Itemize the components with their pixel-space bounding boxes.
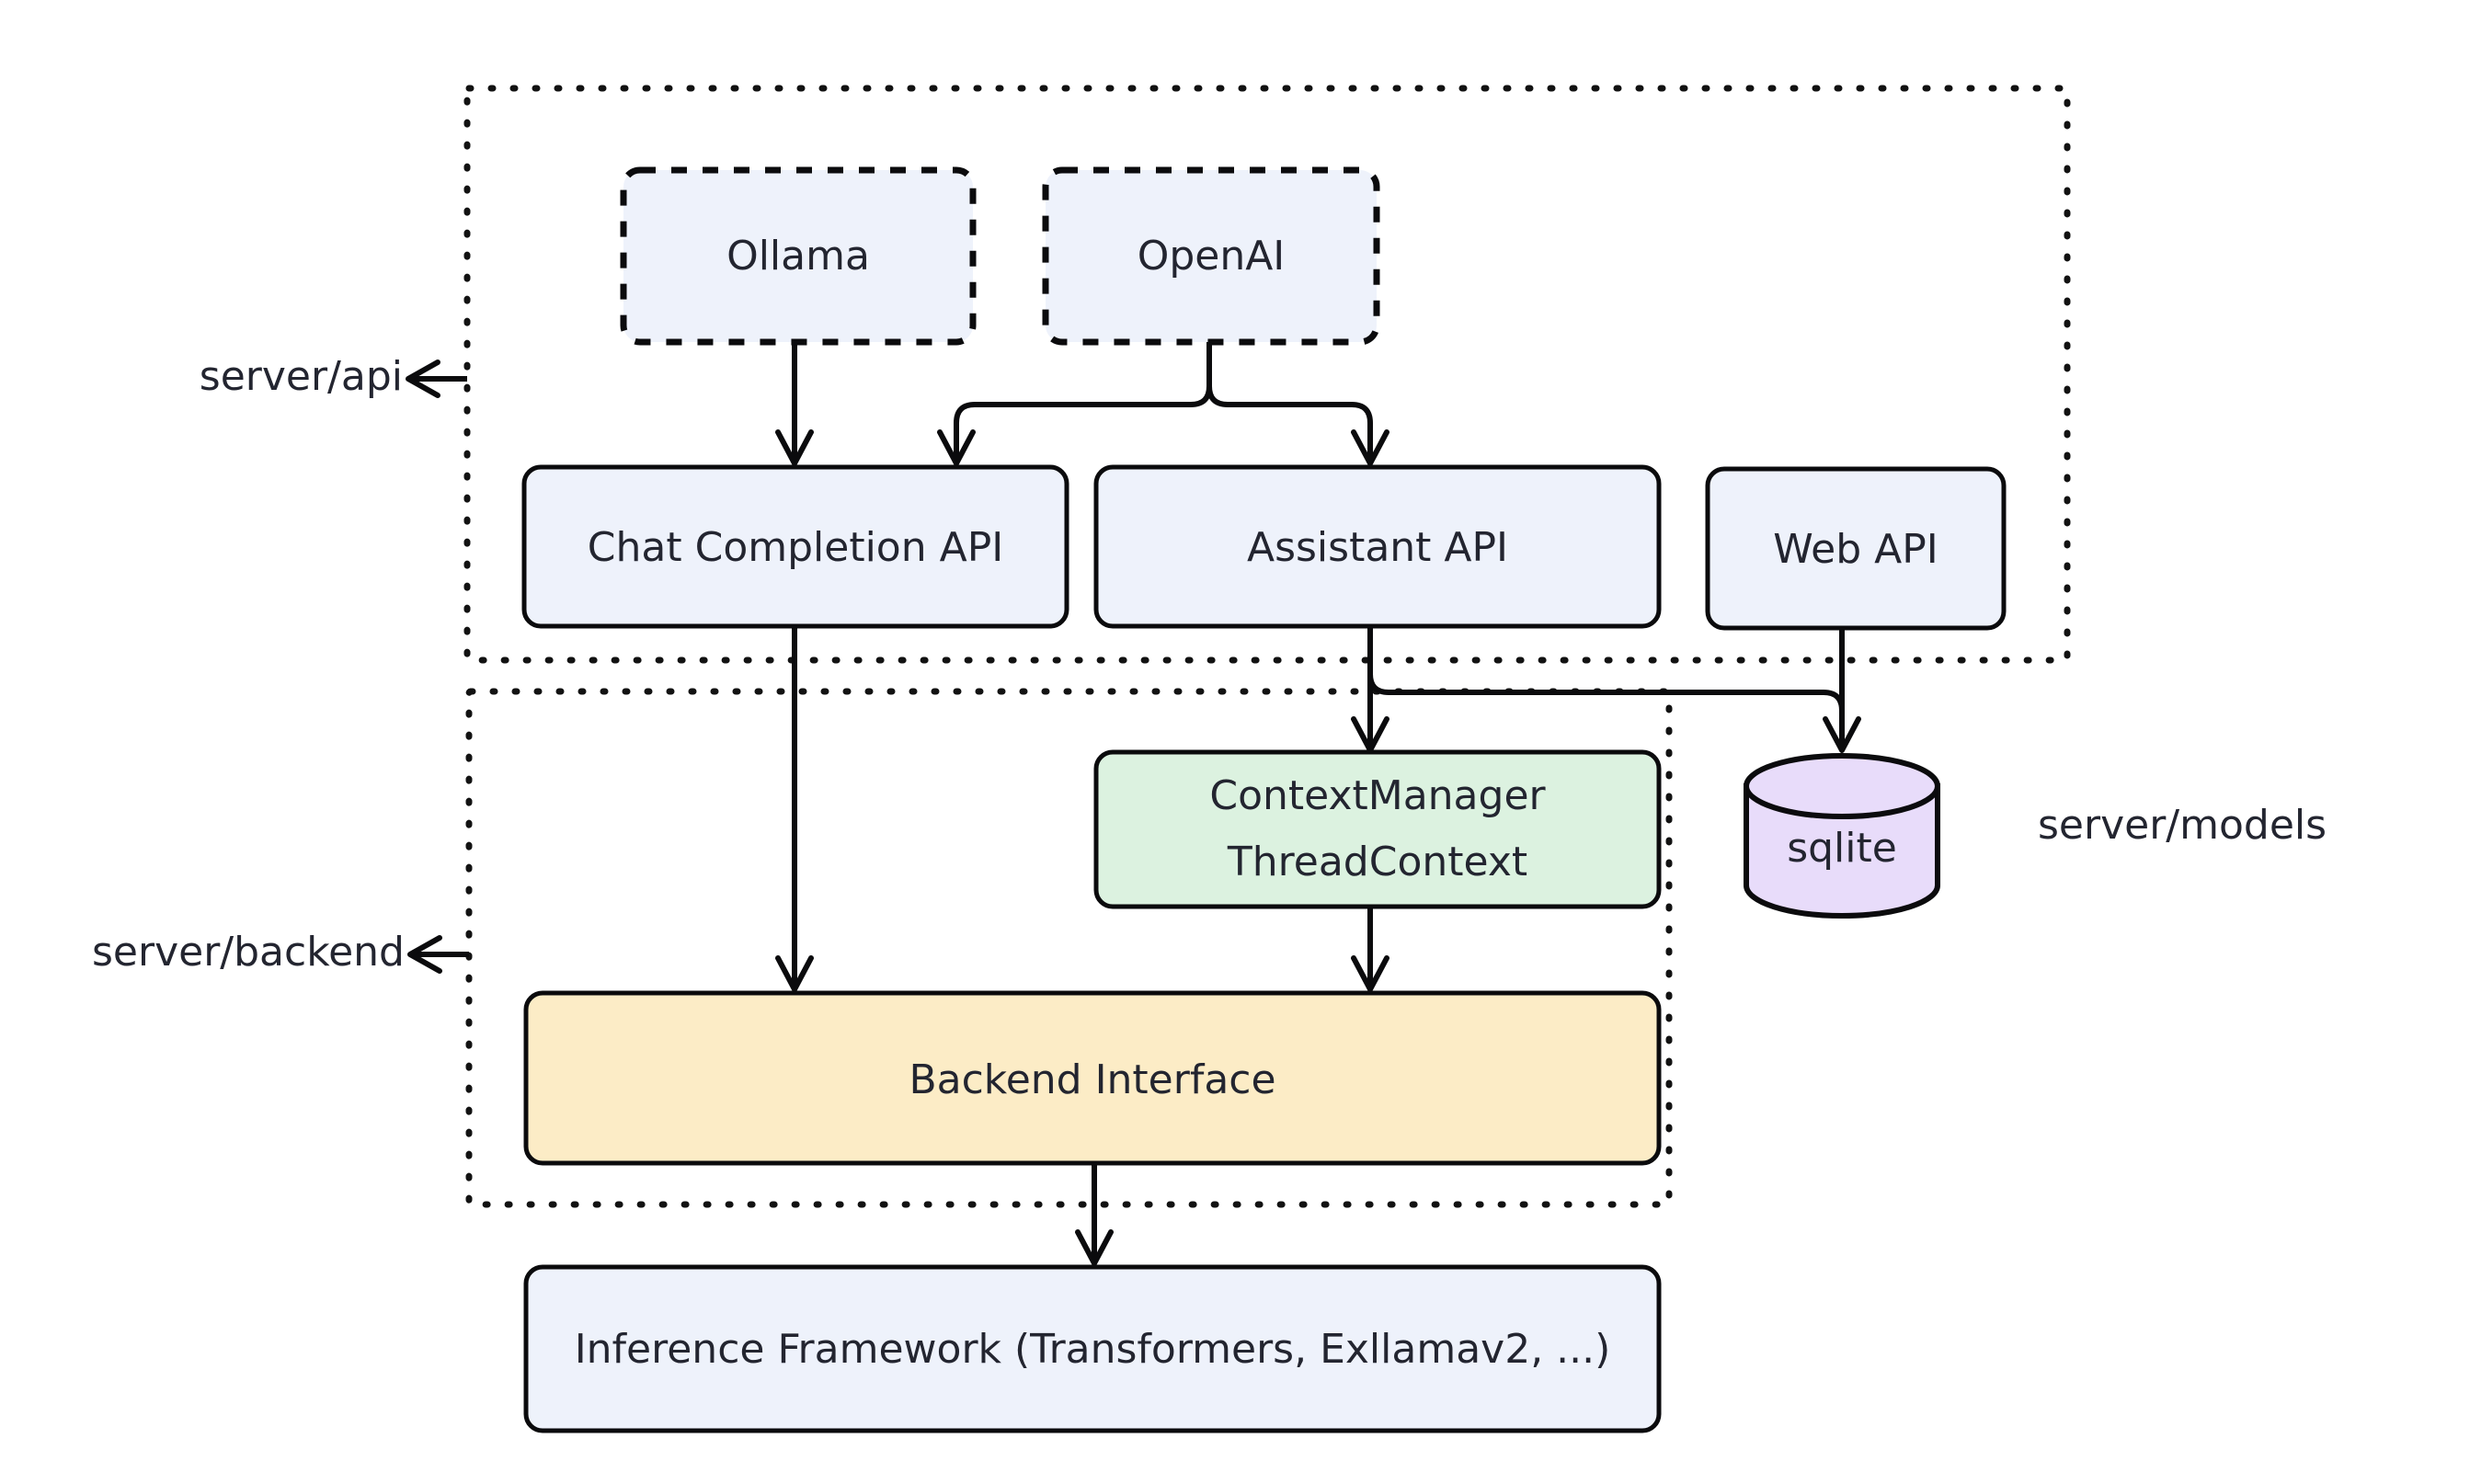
node-context-manager-label-line2: ThreadContext bbox=[1227, 839, 1527, 885]
group-label-server-backend-arrow-icon bbox=[407, 935, 469, 974]
node-sqlite-label: sqlite bbox=[1787, 825, 1897, 872]
group-label-server-models-text: server/models bbox=[2038, 802, 2327, 849]
node-ollama-shape[interactable] bbox=[620, 166, 977, 346]
group-container-server-backend bbox=[465, 688, 1673, 1208]
node-context-manager-shape[interactable] bbox=[1093, 749, 1662, 909]
node-context-manager[interactable]: ContextManager ThreadContext bbox=[1093, 749, 1662, 909]
edge-openai-fork bbox=[937, 342, 1389, 466]
node-openai[interactable]: OpenAI bbox=[1042, 166, 1380, 346]
group-label-server-api-text: server/api bbox=[200, 353, 403, 400]
node-chat-completion-api-label: Chat Completion API bbox=[588, 524, 1003, 571]
node-chat-completion-api-shape[interactable] bbox=[521, 464, 1069, 629]
node-sqlite-body[interactable] bbox=[1744, 783, 1940, 919]
edge-ollama-to-chat-completion-api bbox=[775, 342, 814, 466]
node-backend-interface-label: Backend Interface bbox=[909, 1056, 1275, 1103]
node-openai-shape[interactable] bbox=[1042, 166, 1380, 346]
node-inference-framework-label: Inference Framework (Transformers, Exlla… bbox=[575, 1326, 1611, 1373]
node-web-api-label: Web API bbox=[1773, 526, 1938, 573]
node-web-api-shape[interactable] bbox=[1705, 466, 2007, 631]
node-context-manager-label-line1: ContextManager bbox=[1209, 772, 1546, 819]
group-label-server-api-arrow-icon bbox=[406, 360, 467, 398]
node-assistant-api[interactable]: Assistant API bbox=[1093, 464, 1662, 629]
node-ollama-label: Ollama bbox=[726, 233, 870, 280]
node-sqlite[interactable]: sqlite bbox=[1744, 753, 1940, 919]
node-openai-label: OpenAI bbox=[1138, 233, 1286, 280]
node-chat-completion-api[interactable]: Chat Completion API bbox=[521, 464, 1069, 629]
node-web-api[interactable]: Web API bbox=[1705, 466, 2007, 631]
edge-context-manager-to-backend-interface bbox=[1351, 906, 1389, 992]
node-sqlite-top[interactable] bbox=[1744, 753, 1940, 819]
node-assistant-api-label: Assistant API bbox=[1247, 524, 1508, 571]
group-label-server-api: server/api bbox=[200, 353, 467, 400]
node-backend-interface-shape[interactable] bbox=[523, 990, 1662, 1166]
group-label-server-backend: server/backend bbox=[92, 929, 469, 976]
group-container-server-api bbox=[463, 85, 2071, 664]
edge-backend-interface-to-inference-framework bbox=[1075, 1163, 1114, 1266]
node-backend-interface[interactable]: Backend Interface bbox=[523, 990, 1662, 1166]
node-ollama[interactable]: Ollama bbox=[620, 166, 977, 346]
node-inference-framework-shape[interactable] bbox=[523, 1264, 1662, 1433]
edge-chat-completion-api-to-backend-interface bbox=[775, 625, 814, 992]
group-label-server-backend-text: server/backend bbox=[92, 929, 405, 976]
node-inference-framework[interactable]: Inference Framework (Transformers, Exlla… bbox=[523, 1264, 1662, 1433]
node-assistant-api-shape[interactable] bbox=[1093, 464, 1662, 629]
